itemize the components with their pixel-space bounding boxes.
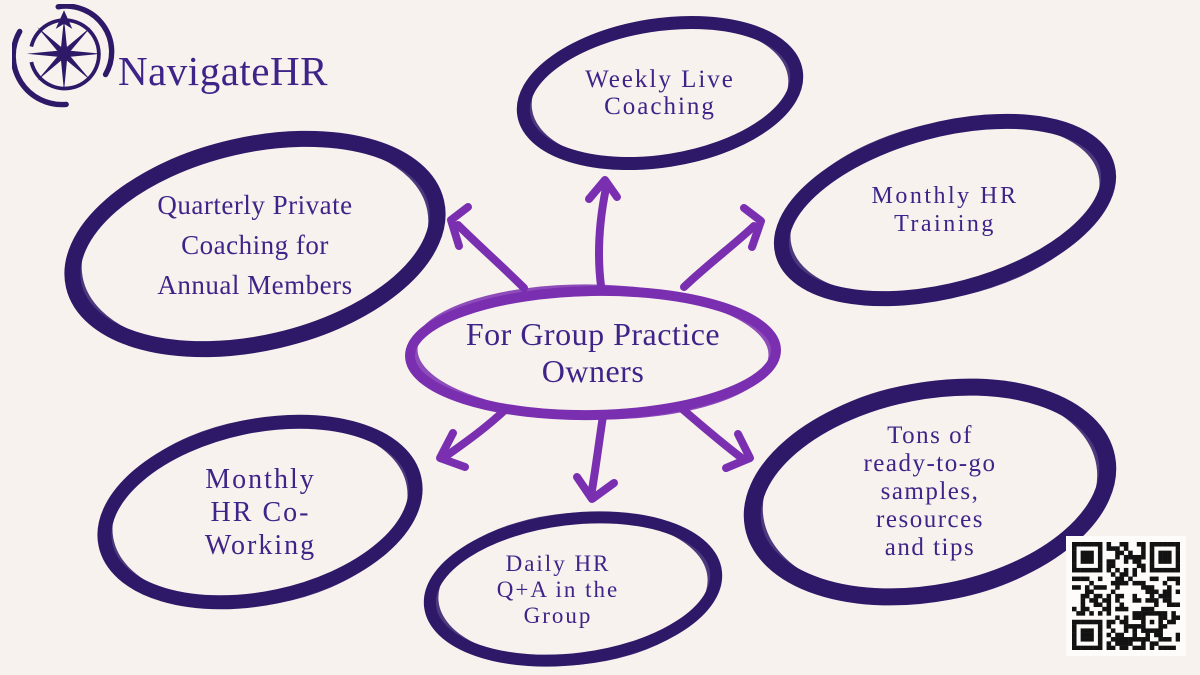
node-label: Monthly HR Training: [871, 183, 1019, 237]
arrow-down: [573, 412, 618, 503]
arrow-up: [585, 176, 621, 290]
node-ellipse: [97, 414, 423, 610]
node-ellipse: [423, 511, 723, 667]
center-node-group-practice-owners: For Group Practice Owners: [400, 282, 786, 424]
node-label: Quarterly Private Coaching for Annual Me…: [157, 189, 353, 300]
node-label: Weekly Live Coaching: [585, 66, 735, 120]
arrow-up-left: [447, 203, 528, 292]
node-daily-hr-qa: Daily HR Q+A in the Group: [418, 507, 728, 672]
qr-code-pattern: [1072, 542, 1180, 650]
node-ellipse: [516, 15, 804, 171]
node-label: Tons of ready-to-go samples, resources a…: [863, 422, 997, 561]
node-label: Daily HR Q+A in the Group: [496, 550, 620, 628]
node-quarterly-private-coaching: Quarterly Private Coaching for Annual Me…: [55, 122, 455, 367]
node-ellipse: [773, 113, 1117, 307]
node-monthly-hr-training: Monthly HR Training: [765, 110, 1125, 310]
compass-star-icon: [12, 4, 115, 108]
arrow-up-right: [680, 204, 765, 291]
node-label: Monthly HR Co- Working: [204, 464, 317, 561]
node-weekly-live-coaching: Weekly Live Coaching: [505, 8, 815, 178]
brand-logo: NavigateHR: [12, 4, 328, 116]
node-ready-to-go-resources: Tons of ready-to-go samples, resources a…: [735, 372, 1125, 612]
node-monthly-hr-coworking: Monthly HR Co- Working: [88, 405, 433, 620]
brand-name: NavigateHR: [118, 48, 328, 94]
qr-code: [1066, 536, 1186, 656]
center-node-label: For Group Practice Owners: [465, 316, 721, 389]
node-ellipse: [743, 378, 1117, 606]
node-ellipse: [64, 130, 446, 358]
center-ellipse: [405, 284, 781, 421]
